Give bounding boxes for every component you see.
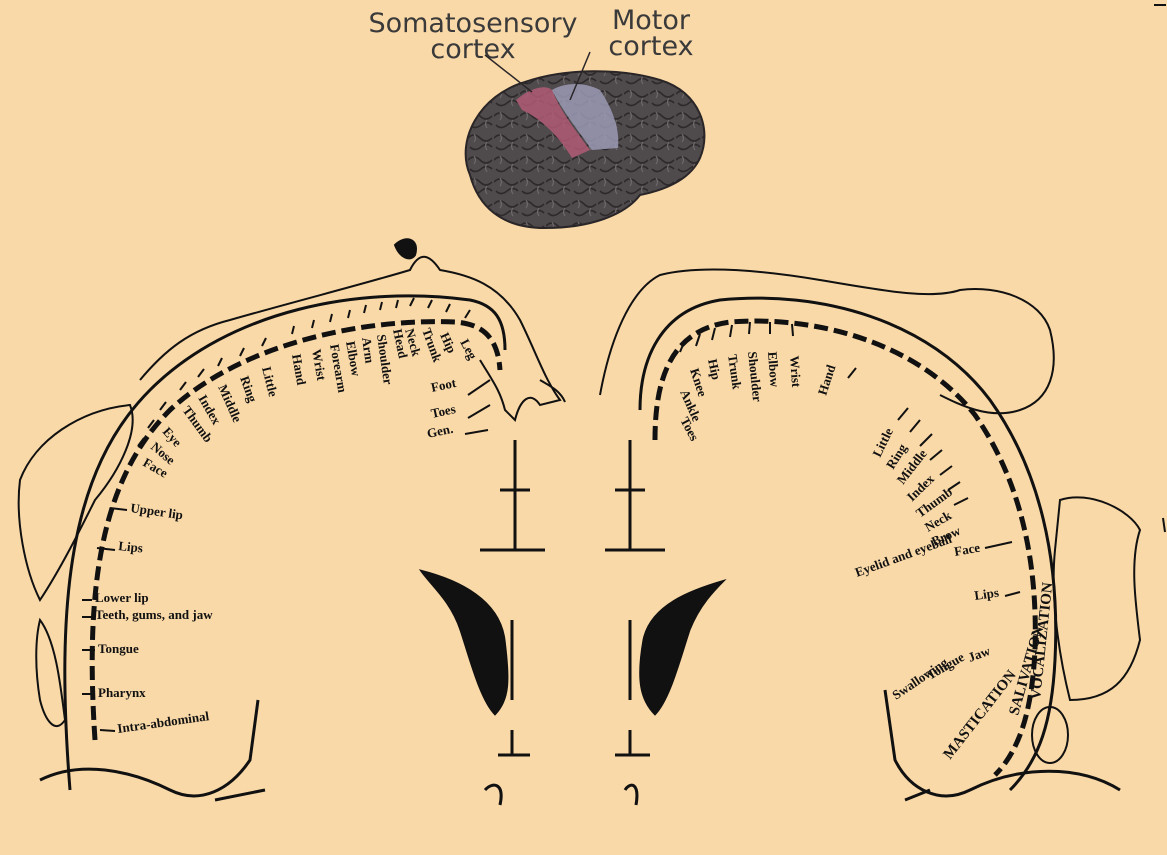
motor-label-swallowing: Swallowing (889, 654, 951, 702)
somatosensory-pointer (485, 55, 532, 92)
motor-label-mastication: MASTICATION (941, 667, 1020, 762)
motor-thalamus-curve (885, 690, 1120, 800)
label-tick (910, 420, 920, 432)
label-tick (465, 310, 470, 318)
motor-label-hip: Hip (705, 358, 724, 382)
label-tick (749, 322, 750, 334)
motor-label-elbow: Elbow (765, 351, 782, 388)
sensory-label-intra-abdominal: Intra-abdominal (116, 708, 210, 736)
sensory-label-leg: Leg (457, 336, 480, 362)
edge-mark-right (1163, 518, 1165, 532)
motor-label-shoulder: Shoulder (745, 351, 765, 403)
label-tick (954, 498, 968, 505)
sensory-label-lower-lip: Lower lip (95, 590, 149, 605)
brain-illustration (466, 52, 705, 228)
sensory-label-pharynx: Pharynx (98, 685, 146, 700)
label-tick (1005, 592, 1020, 596)
sensory-mouth-tongue (36, 620, 65, 726)
label-tick (198, 369, 204, 377)
sensory-label-wrist: Wrist (309, 348, 329, 382)
label-tick (428, 300, 432, 308)
motor-label-wrist: Wrist (787, 355, 804, 388)
sensory-label-foot: Foot (430, 375, 458, 395)
sensory-label-upper-lip: Upper lip (130, 500, 184, 522)
sensory-label-toes: Toes (430, 401, 457, 421)
label-tick (380, 302, 382, 310)
right-ventricle (640, 580, 725, 715)
sensory-label-teeth-gums-and-jaw: Teeth, gums, and jaw (95, 607, 213, 622)
label-tick (930, 450, 942, 460)
motor-face (1054, 497, 1140, 700)
label-tick (468, 380, 490, 395)
label-tick (985, 542, 1012, 548)
sensory-label-lips: Lips (118, 538, 144, 555)
label-tick (180, 382, 186, 390)
sensory-label-little: Little (259, 365, 281, 398)
left-ventricle (420, 570, 508, 715)
label-tick (446, 304, 450, 312)
label-tick (465, 430, 488, 434)
label-tick (940, 466, 952, 475)
label-tick (948, 482, 960, 490)
sensory-label-tongue: Tongue (98, 641, 139, 656)
sensory-label-gen: Gen. (426, 421, 455, 441)
label-tick (396, 300, 398, 308)
label-tick (100, 730, 115, 731)
motor-label-eyelid-and-eyeball: Eyelid and eyeball (853, 531, 954, 580)
label-tick (160, 402, 166, 410)
central-structures (420, 440, 725, 805)
label-tick (468, 405, 490, 418)
label-tick (410, 298, 414, 306)
label-tick (292, 326, 294, 334)
motor-label-jaw: Jaw (966, 643, 993, 665)
label-tick (348, 310, 350, 318)
sensory-homunculus (19, 239, 565, 800)
label-tick (920, 434, 932, 446)
label-tick (792, 324, 793, 336)
label-tick (898, 408, 908, 420)
motor-label-hand: Hand (815, 362, 839, 397)
label-tick (696, 334, 700, 346)
sensory-label-hand: Hand (289, 353, 309, 387)
label-tick (730, 325, 732, 337)
label-ticks (82, 298, 1020, 731)
sensory-label-ring: Ring (237, 374, 260, 405)
motor-label-face: Face (953, 540, 981, 559)
label-tick (712, 328, 715, 340)
label-tick (312, 320, 314, 328)
label-tick (218, 358, 222, 366)
label-tick (364, 305, 366, 313)
label-tick (330, 314, 332, 322)
motor-label-trunk: Trunk (725, 353, 745, 391)
label-tick (240, 348, 244, 356)
label-tick (262, 338, 266, 346)
sensory-thalamus-curve (40, 700, 265, 800)
label-layer: LegHipTrunkNeckHeadShoulderArmElbowForea… (95, 326, 1056, 763)
label-tick (848, 368, 856, 378)
motor-label-lips: Lips (973, 585, 999, 603)
